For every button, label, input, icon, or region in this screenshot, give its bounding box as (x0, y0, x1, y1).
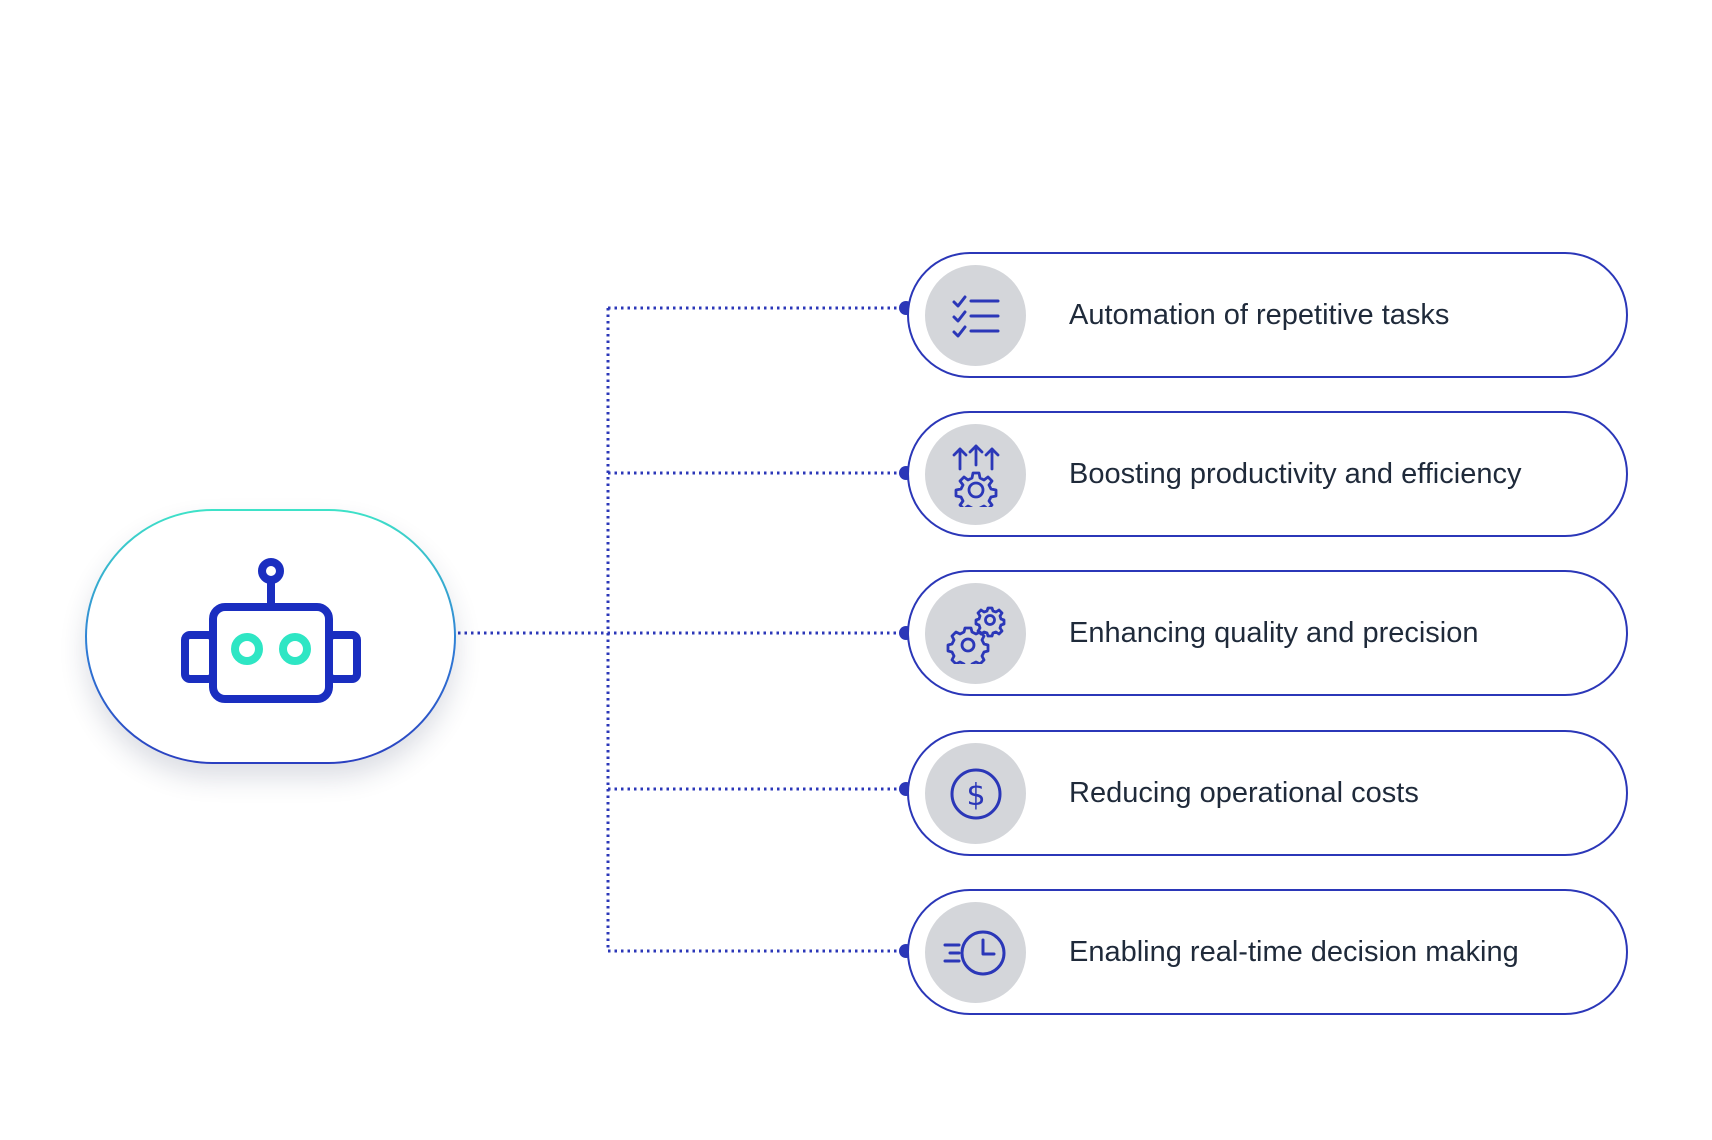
gears-icon (946, 606, 1005, 664)
badge-circle (925, 424, 1026, 525)
badge-circle: $ (925, 743, 1026, 844)
dollar-coin-icon: $ (950, 768, 1001, 819)
productivity-gear-icon (952, 444, 999, 507)
svg-text:$: $ (966, 778, 985, 813)
benefit-pill-2: Boosting productivity and efficiency (907, 411, 1628, 537)
benefit-pill-5: Enabling real-time decision making (907, 889, 1628, 1015)
benefit-label: Reducing operational costs (1069, 777, 1419, 809)
benefit-label: Boosting productivity and efficiency (1069, 458, 1522, 490)
benefit-pill-3: Enhancing quality and precision (907, 570, 1628, 696)
benefit-label: Enabling real-time decision making (1069, 936, 1519, 968)
badge-circle (925, 902, 1026, 1003)
benefit-label: Automation of repetitive tasks (1069, 299, 1450, 331)
fast-clock-icon (943, 930, 1005, 975)
badge-circle (925, 265, 1026, 366)
robot-icon (180, 557, 361, 703)
benefit-pill-1: Automation of repetitive tasks (907, 252, 1628, 378)
checklist-icon (952, 295, 999, 337)
badge-circle (925, 583, 1026, 684)
benefit-label: Enhancing quality and precision (1069, 617, 1479, 649)
benefit-pill-4: $ Reducing operational costs (907, 730, 1628, 856)
robot-hub (85, 509, 456, 764)
